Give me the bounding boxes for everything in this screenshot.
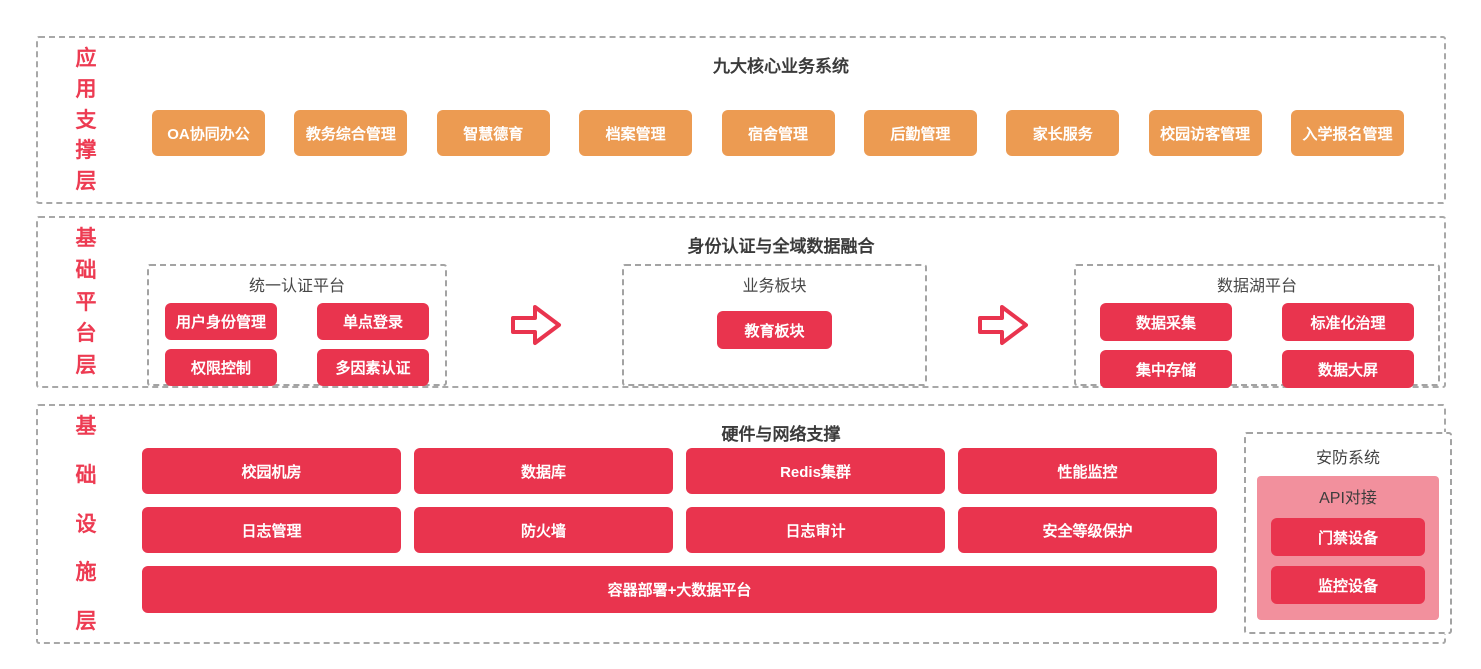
security-system-box: 安防系统 API对接 门禁设备 监控设备: [1244, 432, 1452, 634]
data-lake-title: 数据湖平台: [1216, 278, 1297, 295]
app-layer-label: 应 用 支 撑 层: [72, 48, 100, 192]
layer-label-char: 层: [75, 170, 97, 193]
layer-label-char: 用: [75, 77, 97, 101]
infrastructure-layer: 基 础 设 施 层 硬件与网络支撑 校园机房 数据库 Redis集群 性能监控 …: [36, 404, 1452, 644]
business-section-title: 业务板块: [742, 278, 807, 295]
infra-layer-label: 基 础 设 施 层: [72, 416, 100, 632]
auth-platform-grid: 用户身份管理 单点登录 权限控制 多因素认证: [149, 296, 445, 386]
core-systems-row: OA协同办公 教务综合管理 智慧德育 档案管理 宿舍管理 后勤管理 家长服务 校…: [152, 110, 1404, 156]
auth-item-identity[interactable]: 用户身份管理: [165, 303, 277, 340]
layer-label-char: 基: [75, 415, 97, 438]
auth-item-sso[interactable]: 单点登录: [317, 303, 429, 340]
lake-item-governance[interactable]: 标准化治理: [1282, 303, 1414, 341]
layer-label-char: 平: [75, 290, 97, 314]
system-button-moral-edu[interactable]: 智慧德育: [436, 110, 550, 156]
infra-item-log-audit[interactable]: 日志审计: [686, 507, 945, 553]
layer-label-char: 础: [75, 258, 97, 282]
platform-layer-label: 基 础 平 台 层: [72, 228, 100, 376]
infra-item-security-level[interactable]: 安全等级保护: [958, 507, 1217, 553]
platform-layer-title: 身份认证与全域数据融合: [687, 237, 875, 256]
infra-item-database[interactable]: 数据库: [414, 448, 673, 494]
layer-label-char: 层: [75, 354, 97, 377]
layer-label-char: 基: [75, 227, 97, 250]
layer-label-char: 应: [75, 47, 97, 70]
infra-layer-title: 硬件与网络支撑: [721, 425, 841, 444]
infra-item-log-mgmt[interactable]: 日志管理: [142, 507, 401, 553]
infra-item-perf-monitor[interactable]: 性能监控: [958, 448, 1217, 494]
flow-arrow-icon: [510, 302, 562, 348]
system-button-oa[interactable]: OA协同办公: [152, 110, 265, 156]
infra-item-redis[interactable]: Redis集群: [686, 448, 945, 494]
system-button-academic[interactable]: 教务综合管理: [294, 110, 408, 156]
auth-platform-box: 统一认证平台 用户身份管理 单点登录 权限控制 多因素认证: [147, 264, 447, 386]
layer-label-char: 施: [75, 561, 97, 585]
lake-item-collection[interactable]: 数据采集: [1100, 303, 1232, 341]
system-button-dormitory[interactable]: 宿舍管理: [721, 110, 835, 156]
infra-item-server-room[interactable]: 校园机房: [142, 448, 401, 494]
app-support-layer: 应 用 支 撑 层 九大核心业务系统 OA协同办公 教务综合管理 智慧德育 档案…: [36, 36, 1446, 204]
system-button-archives[interactable]: 档案管理: [579, 110, 693, 156]
system-button-enrollment[interactable]: 入学报名管理: [1291, 110, 1404, 156]
infra-item-container-bigdata[interactable]: 容器部署+大数据平台: [142, 566, 1217, 613]
auth-item-permission[interactable]: 权限控制: [165, 349, 277, 386]
flow-arrow-icon: [977, 302, 1029, 348]
business-section-box: 业务板块 教育板块: [622, 264, 927, 386]
lake-item-storage[interactable]: 集中存储: [1100, 350, 1232, 388]
layer-label-char: 础: [75, 463, 97, 487]
data-lake-box: 数据湖平台 数据采集 标准化治理 集中存储 数据大屏: [1074, 264, 1440, 388]
auth-platform-title: 统一认证平台: [248, 278, 345, 295]
system-button-logistics[interactable]: 后勤管理: [863, 110, 977, 156]
layer-label-char: 支: [75, 108, 97, 132]
infrastructure-grid: 校园机房 数据库 Redis集群 性能监控 日志管理 防火墙 日志审计 安全等级…: [142, 448, 1217, 613]
security-item-surveillance[interactable]: 监控设备: [1271, 566, 1425, 604]
app-layer-title: 九大核心业务系统: [713, 57, 849, 76]
platform-layer: 基 础 平 台 层 身份认证与全域数据融合 统一认证平台 用户身份管理 单点登录…: [36, 216, 1446, 388]
api-integration-box: API对接 门禁设备 监控设备: [1257, 476, 1439, 620]
layer-label-char: 撑: [75, 139, 97, 163]
auth-item-mfa[interactable]: 多因素认证: [317, 349, 429, 386]
security-system-title: 安防系统: [1315, 450, 1380, 467]
system-button-parents[interactable]: 家长服务: [1006, 110, 1120, 156]
layer-label-char: 台: [75, 322, 97, 346]
api-integration-title: API对接: [1319, 490, 1377, 507]
security-item-access-control[interactable]: 门禁设备: [1271, 518, 1425, 556]
layer-label-char: 层: [75, 610, 97, 633]
data-lake-grid: 数据采集 标准化治理 集中存储 数据大屏: [1076, 296, 1438, 388]
business-item-education[interactable]: 教育板块: [717, 311, 832, 349]
system-button-visitor[interactable]: 校园访客管理: [1148, 110, 1262, 156]
layer-label-char: 设: [75, 512, 97, 536]
infra-item-firewall[interactable]: 防火墙: [414, 507, 673, 553]
lake-item-dashboard[interactable]: 数据大屏: [1282, 350, 1414, 388]
